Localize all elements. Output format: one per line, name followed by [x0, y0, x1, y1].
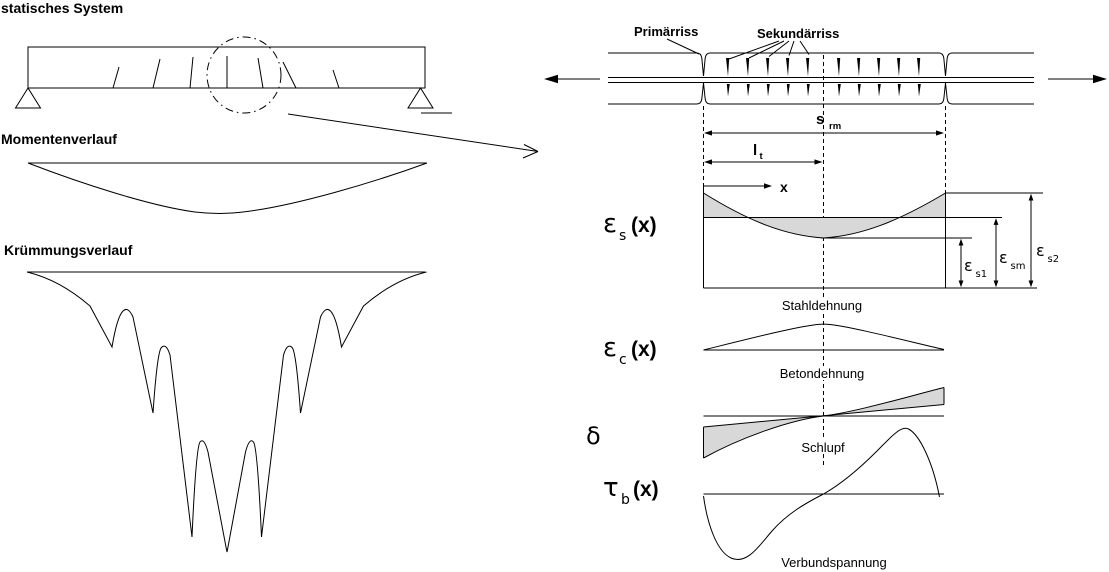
bond-stress-diagram: τ b (x) Verbundspannung [603, 427, 944, 570]
es1-top-arrowhead-icon [958, 238, 964, 246]
srm-label: s [816, 111, 824, 128]
secondary-crack-leaders [728, 40, 810, 60]
bar-top-edge [608, 52, 1034, 77]
moment-diagram: Momentenverlauf [1, 131, 428, 214]
right-support-triangle [407, 87, 434, 109]
steel-caption-box [768, 298, 876, 312]
concrete-strain-caption: Betondehnung [780, 366, 865, 381]
bond-stress-curve [703, 427, 940, 560]
construction-lines [703, 55, 946, 468]
bar-bottom-edge [608, 82, 1034, 105]
eps-s1-label-sub: s1 [976, 269, 988, 280]
slip-curve [703, 387, 945, 459]
bond-stress-symbol: τ [603, 473, 619, 503]
primary-crack-label: Primärriss [634, 24, 698, 39]
bond-stress-caption: Verbundspannung [781, 555, 887, 570]
static-system-group: statisches System [1, 0, 539, 159]
detail-circle [206, 36, 282, 114]
slip-shade [703, 387, 944, 458]
steel-strain-shade [703, 193, 946, 238]
es2-top-arrowhead-icon [1028, 193, 1034, 201]
srm-right-arrowhead-icon [936, 130, 944, 136]
primary-crack-leader [666, 38, 700, 55]
rebar-lines [608, 77, 1034, 83]
srm-label-sub: rm [829, 121, 841, 132]
moment-title: Momentenverlauf [1, 131, 117, 147]
moment-curve [27, 162, 428, 214]
secondary-crack-label: Sekundärriss [757, 26, 839, 41]
bond-stress-symbol-sub: b [621, 492, 630, 508]
left-arrow-icon [544, 74, 558, 84]
eps-sm-label: ε [999, 248, 1008, 267]
dimension-lt: l t [704, 142, 823, 165]
static-system-title: statisches System [1, 0, 123, 16]
steel-strain-symbol: ε [603, 209, 617, 239]
strain-dim-lines [960, 196, 1032, 285]
curvature-curve [26, 271, 427, 553]
curvature-diagram: Krümmungsverlauf [4, 242, 427, 553]
dimension-srm: s rm [704, 111, 944, 136]
steel-strain-caption: Stahldehnung [782, 298, 862, 313]
steel-strain-symbol-arg: (x) [631, 214, 657, 237]
curvature-title: Krümmungsverlauf [4, 242, 133, 258]
srm-left-arrowhead-icon [704, 130, 712, 136]
bond-stress-symbol-arg: (x) [633, 478, 659, 501]
slip-caption-box [793, 440, 853, 454]
right-arrow-icon [1093, 74, 1107, 84]
slip-symbol: δ [586, 422, 601, 450]
concrete-strain-curve [703, 323, 945, 351]
left-support-triangle [14, 87, 42, 109]
lt-label-sub: t [760, 151, 764, 162]
concrete-strain-symbol-arg: (x) [631, 338, 657, 361]
slip-diagram: δ Schlupf [586, 387, 945, 459]
concrete-strain-diagram: ε c (x) Betondehnung [603, 323, 945, 381]
lt-right-arrowhead-icon [814, 159, 823, 165]
x-axis: x [703, 179, 788, 195]
eps-s2-label: ε [1036, 241, 1045, 260]
es1-bottom-arrowhead-icon [958, 280, 964, 288]
lt-left-arrowhead-icon [704, 159, 712, 165]
esm-top-arrowhead-icon [993, 218, 999, 225]
detail-arrow [287, 113, 539, 159]
steel-strain-diagram: ε s1 ε sm ε s2 ε s (x) Stahldehnung [603, 185, 1059, 313]
lt-label: l [753, 142, 757, 159]
x-axis-label: x [780, 179, 788, 195]
slip-end-caps [703, 387, 945, 458]
esm-bottom-arrowhead-icon [993, 280, 999, 288]
steel-strain-symbol-sub: s [619, 228, 626, 244]
slip-caption: Schlupf [801, 440, 845, 455]
steel-strain-curve [703, 192, 946, 239]
eps-s2-label-sub: s2 [1048, 254, 1060, 265]
eps-s1-label: ε [964, 256, 973, 275]
eps-sm-label-sub: sm [1011, 261, 1026, 272]
es2-bottom-arrowhead-icon [1028, 280, 1034, 288]
x-axis-arrowhead-icon [764, 183, 772, 189]
beam-crack-lines [112, 56, 340, 89]
concrete-strain-symbol-sub: c [619, 352, 627, 368]
concrete-strain-symbol: ε [603, 333, 617, 363]
concrete-caption-box [768, 366, 876, 380]
tension-member: Primärriss Sekundärriss [544, 24, 1107, 105]
